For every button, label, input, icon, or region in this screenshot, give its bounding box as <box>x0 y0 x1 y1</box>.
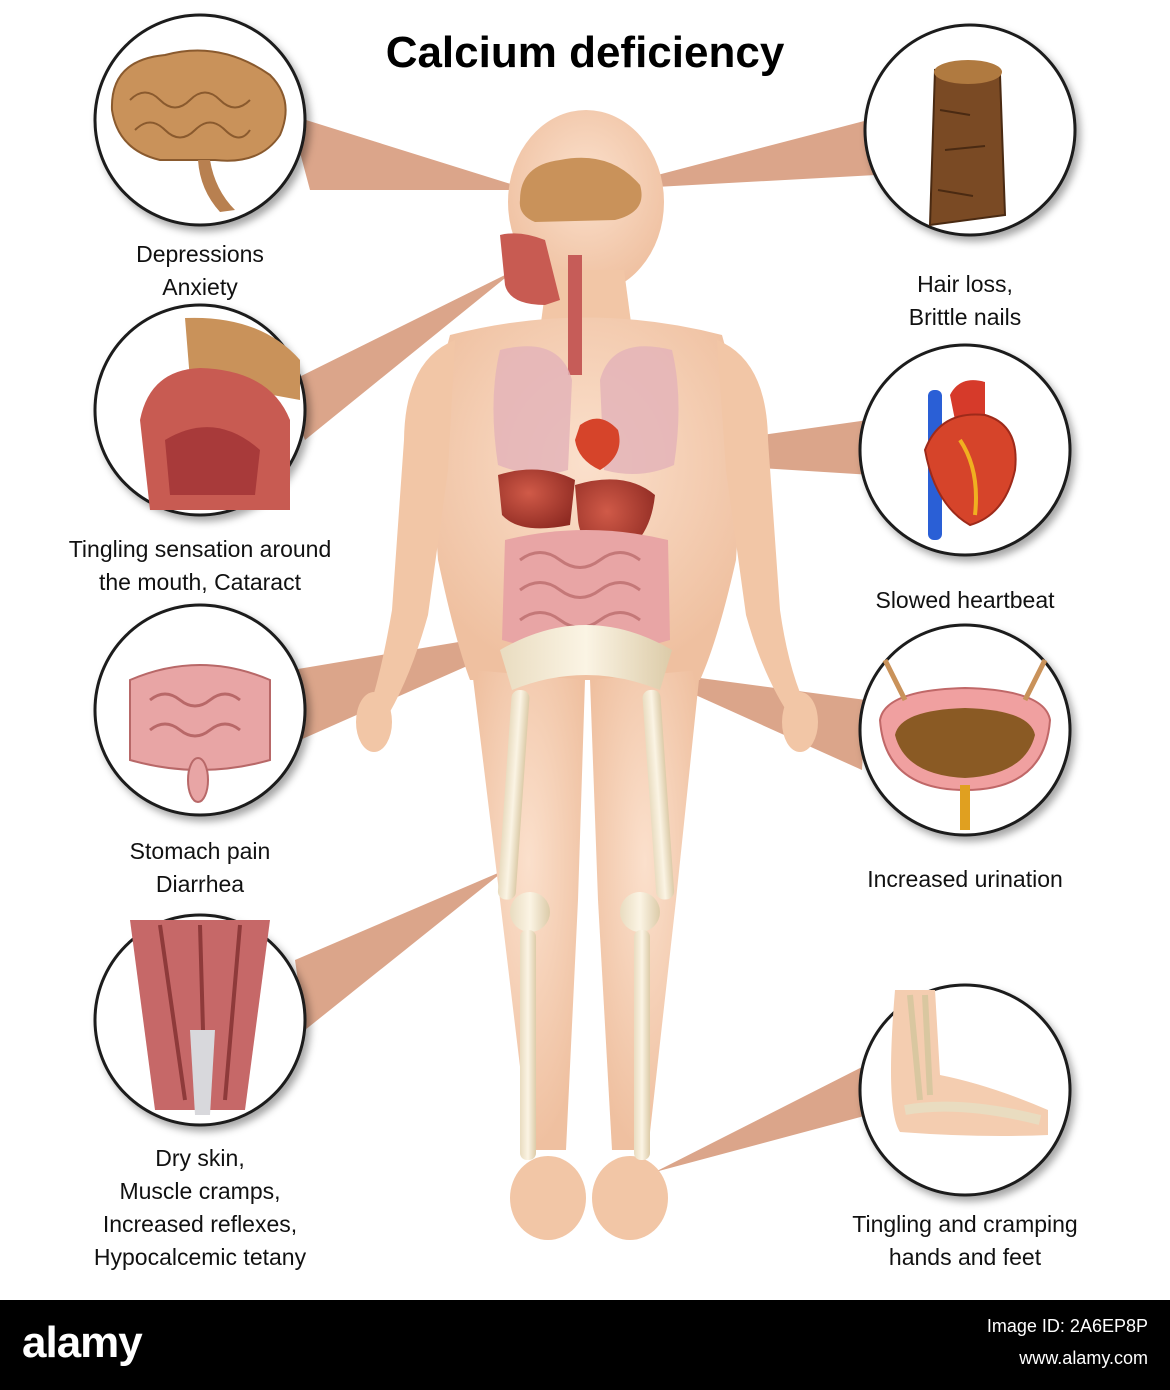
brain-icon <box>93 13 307 227</box>
intestine-icon <box>93 603 307 817</box>
watermark-footer: alamy Image ID: 2A6EP8P www.alamy.com <box>0 1300 1170 1390</box>
caption-muscle: Dry skin, Muscle cramps, Increased refle… <box>20 1142 380 1274</box>
bladder-icon <box>858 623 1072 837</box>
caption-line: Tingling sensation around <box>68 536 332 562</box>
human-body <box>356 110 818 1240</box>
caption-line: Slowed heartbeat <box>875 587 1055 613</box>
pointer-foot <box>655 1065 868 1172</box>
caption-line: Diarrhea <box>155 871 245 897</box>
image-id: Image ID: 2A6EP8P <box>986 1316 1148 1336</box>
caption-line: Increased reflexes, <box>102 1211 298 1237</box>
caption-intestine: Stomach pain Diarrhea <box>20 835 380 901</box>
caption-line: Muscle cramps, <box>119 1178 281 1204</box>
stock-image-info: Image ID: 2A6EP8P www.alamy.com <box>987 1310 1148 1374</box>
caption-mouth: Tingling sensation around the mouth, Cat… <box>20 533 380 599</box>
caption-line: Hypocalcemic tetany <box>93 1244 307 1270</box>
alamy-logo: alamy <box>22 1318 143 1367</box>
caption-line: Dry skin, <box>155 1145 245 1171</box>
caption-line: Increased urination <box>867 866 1063 892</box>
site-url: www.alamy.com <box>1019 1348 1148 1368</box>
caption-bladder: Increased urination <box>785 863 1145 896</box>
pointer-brain <box>290 115 530 190</box>
mouth-cross-section-icon <box>93 303 307 517</box>
caption-line: the mouth, Cataract <box>99 569 301 595</box>
pointer-muscle <box>295 870 505 1030</box>
caption-foot: Tingling and cramping hands and feet <box>785 1208 1145 1274</box>
hair-strand-icon <box>863 23 1077 237</box>
caption-line: Depressions <box>136 241 264 267</box>
illustration <box>93 13 1077 1240</box>
heart-icon <box>858 343 1072 557</box>
caption-hair: Hair loss, Brittle nails <box>785 268 1145 334</box>
leg-muscle-icon <box>93 913 307 1127</box>
caption-heart: Slowed heartbeat <box>785 584 1145 617</box>
caption-line: Hair loss, <box>917 271 1013 297</box>
pointer-mouth <box>283 270 515 440</box>
pointer-hair <box>600 120 876 190</box>
caption-brain: Depressions Anxiety <box>20 238 380 304</box>
caption-line: Brittle nails <box>908 304 1022 330</box>
callout-circles <box>93 13 1077 1197</box>
page-title: Calcium deficiency <box>385 28 785 77</box>
caption-line: Tingling and cramping <box>852 1211 1078 1237</box>
caption-line: Anxiety <box>162 274 238 300</box>
caption-line: hands and feet <box>888 1244 1042 1270</box>
foot-skeleton-icon <box>858 983 1072 1197</box>
caption-line: Stomach pain <box>129 838 271 864</box>
